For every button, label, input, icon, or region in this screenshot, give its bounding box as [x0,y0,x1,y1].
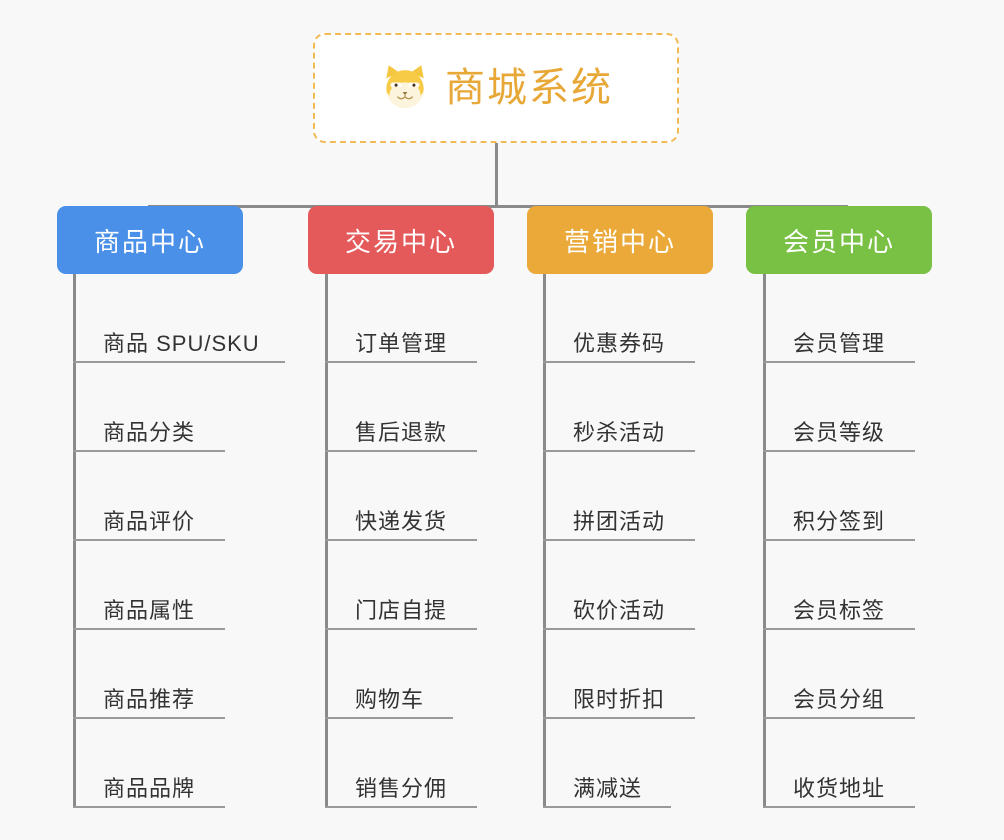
leaf-item[interactable]: 秒杀活动 [543,363,695,452]
leaf-item[interactable]: 商品品牌 [73,719,225,808]
leaf-label: 积分签到 [793,508,886,534]
leaf-item[interactable]: 会员管理 [763,274,915,363]
leaf-item[interactable]: 订单管理 [325,274,477,363]
leaf-item[interactable]: 拼团活动 [543,452,695,541]
leaf-item[interactable]: 会员等级 [763,363,915,452]
branch-spine-3 [543,274,546,808]
leaf-item[interactable]: 会员标签 [763,541,915,630]
category-label-2: 交易中心 [344,226,457,257]
leaf-item[interactable]: 限时折扣 [543,630,695,719]
leaf-label: 商品属性 [103,597,196,623]
leaf-item[interactable]: 售后退款 [325,363,477,452]
connector-root-stem [495,143,498,207]
leaf-item[interactable]: 优惠券码 [543,274,695,363]
root-node[interactable]: 商城系统 [313,33,679,143]
branch-spine-2 [325,274,328,808]
leaf-item[interactable]: 购物车 [325,630,453,719]
category-label-1: 商品中心 [93,226,206,257]
leaf-item[interactable]: 收货地址 [763,719,915,808]
leaf-label: 优惠券码 [573,330,666,356]
category-box-3[interactable]: 营销中心 [527,206,713,274]
leaf-item[interactable]: 快递发货 [325,452,477,541]
category-box-1[interactable]: 商品中心 [57,206,243,274]
category-box-4[interactable]: 会员中心 [746,206,932,274]
leaf-item[interactable]: 商品评价 [73,452,225,541]
category-box-2[interactable]: 交易中心 [308,206,494,274]
category-label-3: 营销中心 [563,226,676,257]
leaf-label: 销售分佣 [355,775,448,801]
leaf-label: 商品 SPU/SKU [103,330,260,356]
leaf-item[interactable]: 商品分类 [73,363,225,452]
leaf-item[interactable]: 砍价活动 [543,541,695,630]
leaf-label: 售后退款 [355,419,448,445]
leaf-label: 购物车 [355,686,425,712]
leaf-label: 会员标签 [793,597,886,623]
leaf-label: 会员管理 [793,330,886,356]
leaf-label: 商品推荐 [103,686,196,712]
leaf-label: 商品品牌 [103,775,196,801]
branch-4: 会员管理 会员等级 积分签到 会员标签 会员分组 收货地址 [763,274,1004,814]
branch-spine-1 [73,274,76,808]
leaf-label: 快递发货 [355,508,448,534]
shiba-dog-icon [379,62,431,114]
leaf-label: 会员等级 [793,419,886,445]
leaf-item[interactable]: 满减送 [543,719,671,808]
leaf-label: 限时折扣 [573,686,666,712]
category-label-4: 会员中心 [782,226,895,257]
leaf-item[interactable]: 商品属性 [73,541,225,630]
leaf-item[interactable]: 会员分组 [763,630,915,719]
leaf-item[interactable]: 销售分佣 [325,719,477,808]
connector-horizontal-bus [148,205,848,208]
branch-spine-4 [763,274,766,808]
leaf-label: 会员分组 [793,686,886,712]
leaf-item[interactable]: 商品推荐 [73,630,225,719]
leaf-label: 收货地址 [793,775,886,801]
leaf-label: 满减送 [573,775,643,801]
branch-2: 订单管理 售后退款 快递发货 门店自提 购物车 销售分佣 [325,274,585,814]
leaf-item[interactable]: 门店自提 [325,541,477,630]
leaf-item[interactable]: 积分签到 [763,452,915,541]
branch-3: 优惠券码 秒杀活动 拼团活动 砍价活动 限时折扣 满减送 [543,274,803,814]
leaf-label: 拼团活动 [573,508,666,534]
leaf-label: 门店自提 [355,597,448,623]
leaf-label: 砍价活动 [573,597,666,623]
leaf-label: 商品评价 [103,508,196,534]
leaf-label: 商品分类 [103,419,196,445]
leaf-label: 秒杀活动 [573,419,666,445]
leaf-label: 订单管理 [355,330,448,356]
leaf-item[interactable]: 商品 SPU/SKU [73,274,285,363]
root-title: 商城系统 [445,66,613,110]
branch-1: 商品 SPU/SKU 商品分类 商品评价 商品属性 商品推荐 商品品牌 [73,274,333,814]
